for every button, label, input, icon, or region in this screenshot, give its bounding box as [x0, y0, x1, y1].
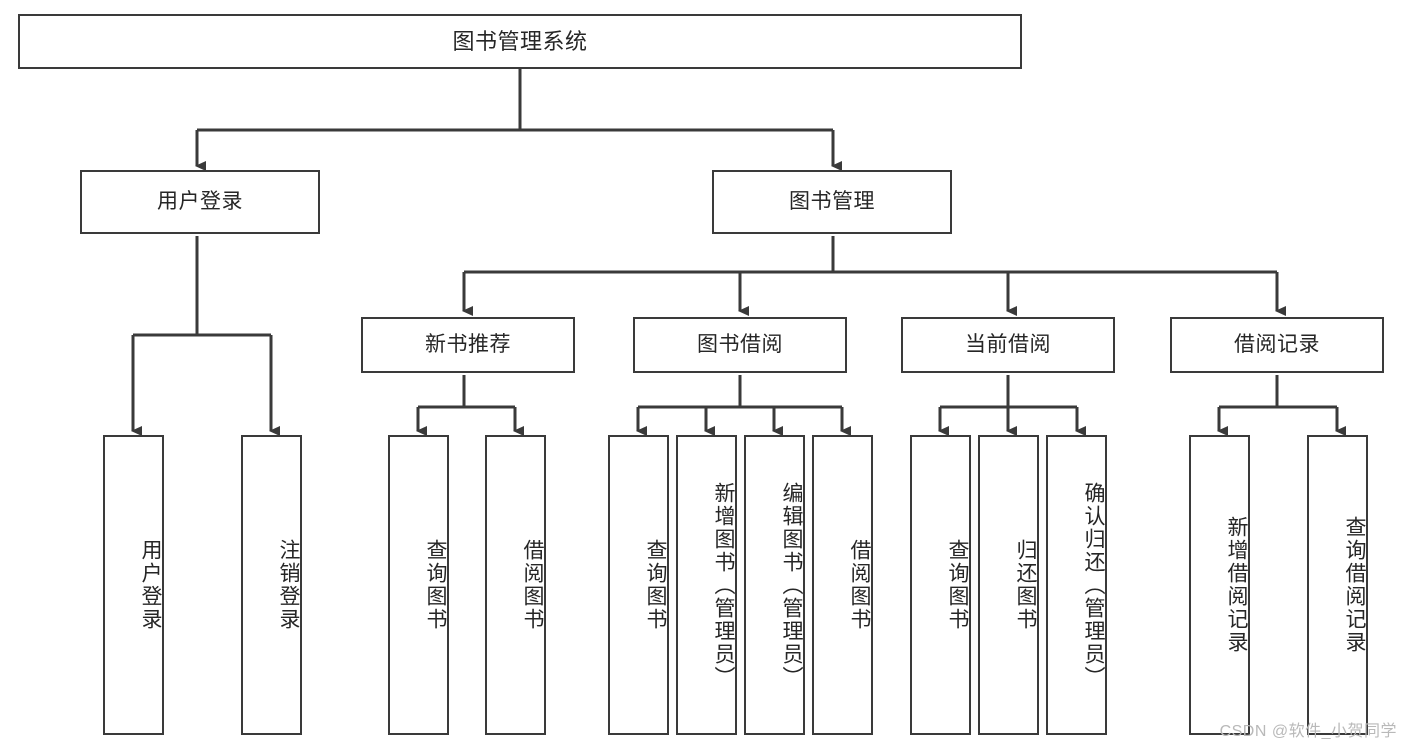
csdn-watermark: CSDN @软件_小贺同学	[1219, 723, 1397, 740]
node-new-book-rec-label: 新书推荐	[425, 332, 511, 356]
node-root[interactable]: 图书管理系统	[18, 14, 1022, 69]
node-new-book-rec[interactable]: 新书推荐	[361, 317, 575, 373]
node-leaf-query-book-2-label: 查询图书	[644, 539, 667, 631]
node-leaf-edit-book-label: 编辑图书（管理员）	[780, 481, 803, 689]
node-leaf-query-book-1-label: 查询图书	[424, 539, 447, 631]
node-leaf-return-book[interactable]: 归还图书	[978, 435, 1039, 735]
node-borrow-record-label: 借阅记录	[1234, 332, 1320, 356]
node-leaf-borrow-book-1-label: 借阅图书	[521, 539, 544, 631]
node-leaf-query-book-2[interactable]: 查询图书	[608, 435, 669, 735]
node-root-label: 图书管理系统	[452, 28, 588, 54]
node-book-borrow-label: 图书借阅	[697, 332, 783, 356]
node-borrow-record[interactable]: 借阅记录	[1170, 317, 1384, 373]
node-leaf-return-book-label: 归还图书	[1014, 539, 1037, 631]
node-leaf-query-book-3[interactable]: 查询图书	[910, 435, 971, 735]
node-leaf-user-login[interactable]: 用户登录	[103, 435, 164, 735]
node-leaf-add-book-label: 新增图书（管理员）	[712, 481, 735, 689]
node-leaf-logout-label: 注销登录	[277, 539, 300, 631]
node-book-borrow[interactable]: 图书借阅	[633, 317, 847, 373]
node-user-login-label: 用户登录	[157, 189, 243, 213]
node-user-login[interactable]: 用户登录	[80, 170, 320, 234]
node-leaf-add-book[interactable]: 新增图书（管理员）	[676, 435, 737, 735]
node-leaf-logout[interactable]: 注销登录	[241, 435, 302, 735]
node-leaf-confirm-return[interactable]: 确认归还（管理员）	[1046, 435, 1107, 735]
node-leaf-edit-book[interactable]: 编辑图书（管理员）	[744, 435, 805, 735]
node-leaf-confirm-return-label: 确认归还（管理员）	[1082, 481, 1105, 689]
node-book-manage-label: 图书管理	[789, 189, 875, 213]
node-leaf-query-record[interactable]: 查询借阅记录	[1307, 435, 1368, 735]
node-book-manage[interactable]: 图书管理	[712, 170, 952, 234]
node-current-borrow[interactable]: 当前借阅	[901, 317, 1115, 373]
node-leaf-add-record[interactable]: 新增借阅记录	[1189, 435, 1250, 735]
node-leaf-query-book-3-label: 查询图书	[946, 539, 969, 631]
node-leaf-query-record-label: 查询借阅记录	[1343, 516, 1366, 654]
node-leaf-query-book-1[interactable]: 查询图书	[388, 435, 449, 735]
node-leaf-borrow-book-2[interactable]: 借阅图书	[812, 435, 873, 735]
node-leaf-user-login-label: 用户登录	[139, 539, 162, 631]
node-leaf-borrow-book-1[interactable]: 借阅图书	[485, 435, 546, 735]
node-leaf-add-record-label: 新增借阅记录	[1225, 516, 1248, 654]
node-leaf-borrow-book-2-label: 借阅图书	[848, 539, 871, 631]
node-current-borrow-label: 当前借阅	[965, 332, 1051, 356]
